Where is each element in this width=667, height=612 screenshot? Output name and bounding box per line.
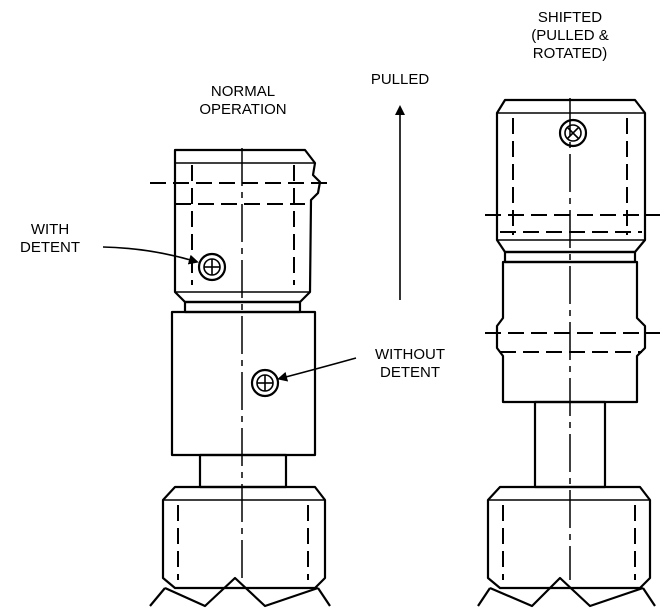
without-detent-leader bbox=[277, 357, 357, 382]
with-detent-leader bbox=[102, 246, 199, 265]
bottom-nut-outline bbox=[161, 485, 327, 590]
shifted-lower-sleeve-outline bbox=[495, 260, 647, 404]
shifted-assembly bbox=[477, 98, 660, 608]
shaft-neck bbox=[198, 453, 288, 489]
lower-sleeve-outline bbox=[170, 310, 317, 457]
without-detent-label: WITHOUT DETENT bbox=[375, 346, 445, 381]
with-detent-label: WITH DETENT bbox=[20, 221, 80, 256]
detent-screw-with bbox=[197, 252, 227, 282]
normal-operation-assembly bbox=[102, 148, 357, 608]
pulled-label: PULLED bbox=[370, 71, 430, 88]
v-tip bbox=[149, 576, 331, 608]
shifted-label: SHIFTED (PULLED & ROTATED) bbox=[531, 9, 609, 62]
upper-collar-outline bbox=[173, 148, 322, 304]
detent-screw-without bbox=[250, 368, 280, 398]
shifted-bottom-nut-outline bbox=[486, 485, 652, 590]
shifted-upper-collar-outline bbox=[495, 98, 647, 254]
shifted-v-tip bbox=[477, 576, 656, 608]
detent-screw-shifted bbox=[558, 118, 588, 148]
normal-operation-label: NORMAL OPERATION bbox=[199, 83, 287, 118]
